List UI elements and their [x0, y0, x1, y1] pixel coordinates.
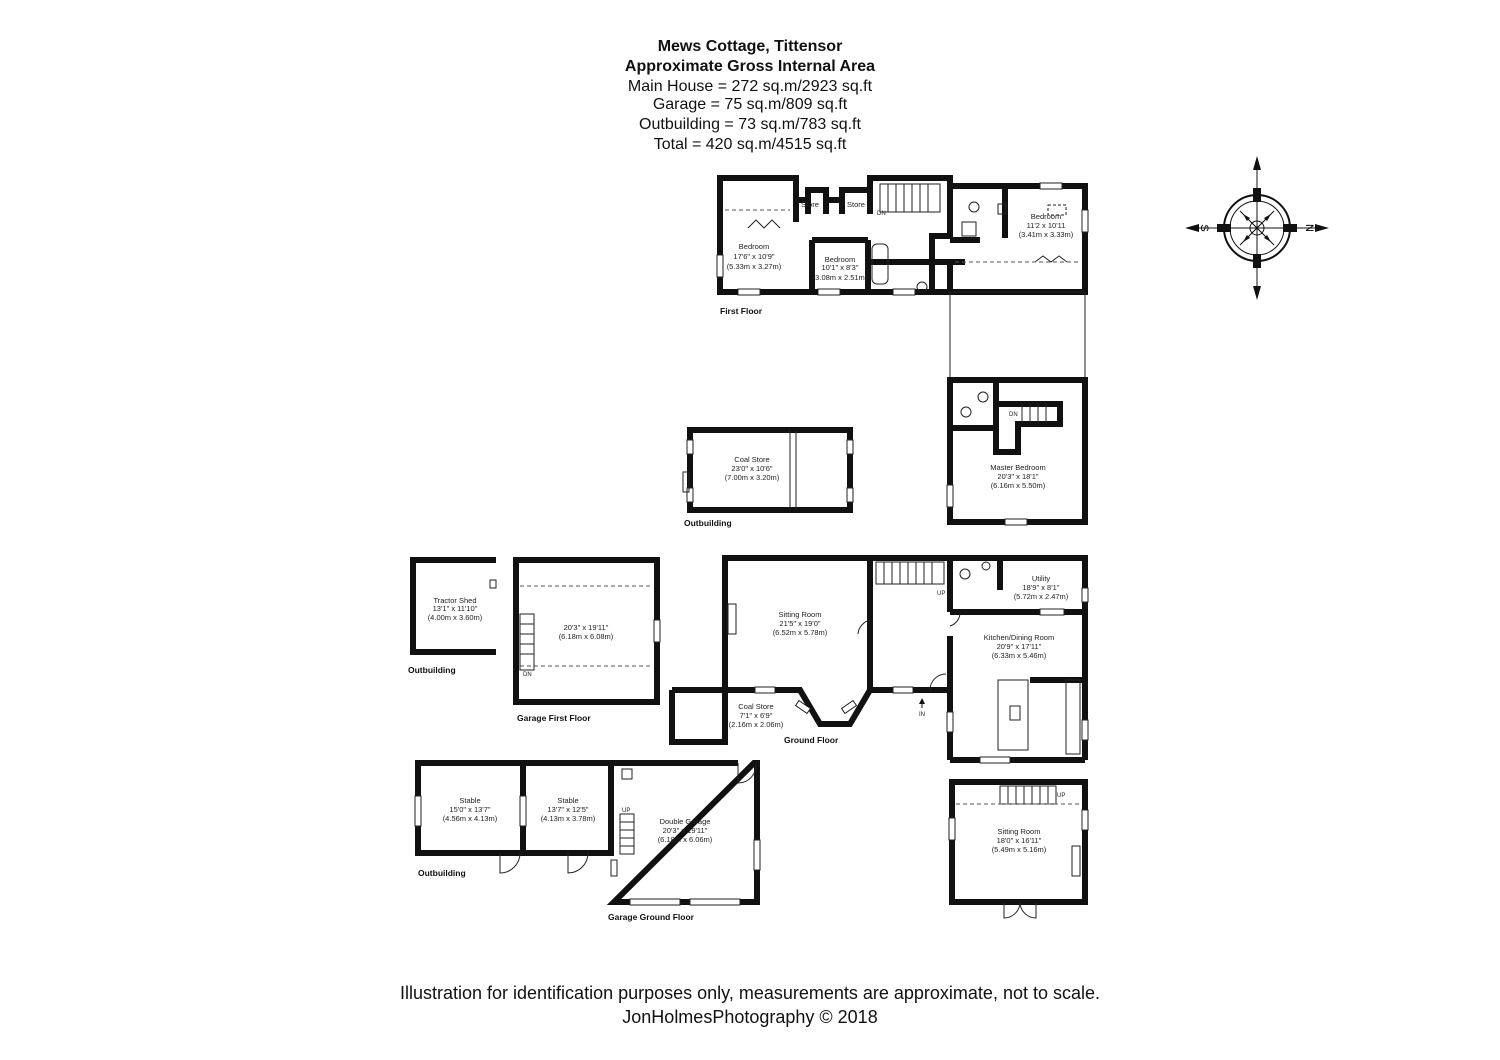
- compass-rose-icon: [1185, 156, 1329, 300]
- stable-1-metric: (4.56m x 4.13m): [443, 814, 498, 823]
- kitchen-imperial: 20'9" x 17'11": [997, 642, 1042, 651]
- sitting-room-1-name: Sitting Room: [779, 610, 822, 619]
- stable-2-name: Stable: [557, 796, 578, 805]
- first-floor-plan: [716, 175, 1089, 296]
- coal-store-gf-name: Coal Store: [738, 702, 773, 711]
- compass-north-label: N: [1303, 224, 1315, 232]
- coal-store-gf-imperial: 7'1" x 6'9": [740, 711, 773, 720]
- master-bedroom-plan: [946, 377, 1088, 526]
- ff-bedroom-3-name: Bedroom: [1031, 212, 1061, 221]
- utility-name: Utility: [1032, 574, 1051, 583]
- tractor-shed-name: Tractor Shed: [433, 596, 476, 605]
- photo-credit: JonHolmesPhotography © 2018: [622, 1007, 878, 1027]
- coal-store-gf-metric: (2.16m x 2.06m): [729, 720, 784, 729]
- garage-ff-dn-marker: DN: [523, 672, 532, 678]
- ff-bedroom-2-name: Bedroom: [825, 255, 855, 264]
- utility-imperial: 18'9" x 8'1": [1023, 583, 1060, 592]
- double-garage-imperial: 20'3" x 19'11": [663, 826, 708, 835]
- sitting-room-1-imperial: 21'5" x 19'0": [779, 619, 820, 628]
- store-2-label: Store: [847, 200, 865, 209]
- garage-first-floor-plan: [513, 557, 661, 705]
- stable-2-metric: (4.13m x 3.78m): [541, 814, 596, 823]
- coal-store-outbuilding-name: Coal Store: [734, 455, 769, 464]
- store-1-label: Store: [801, 200, 819, 209]
- stable-2-imperial: 13'7" x 12'5": [547, 805, 588, 814]
- ff-bedroom-1-imperial: 17'6" x 10'9": [733, 252, 774, 261]
- ground-floor-plan: [669, 555, 1089, 764]
- garage-first-floor-imperial: 20'3" x 19'11": [564, 623, 609, 632]
- stable-1-name: Stable: [459, 796, 480, 805]
- stables-outbuilding-label: Outbuilding: [418, 868, 466, 878]
- gf-up-marker: UP: [937, 591, 945, 597]
- sitting-room-1-metric: (6.52m x 5.78m): [773, 628, 828, 637]
- sitting-room-2-metric: (5.49m x 5.16m): [992, 845, 1047, 854]
- garage-first-floor-metric: (6.18m x 6.08m): [559, 632, 614, 641]
- ff-bedroom-2-metric: (3.08m x 2.51m): [813, 273, 868, 282]
- ground-floor-label: Ground Floor: [784, 735, 839, 745]
- double-garage-name: Double Garage: [660, 817, 711, 826]
- area-total: Total = 420 sq.m/4515 sq.ft: [653, 136, 847, 153]
- master-bedroom-metric: (6.16m x 5.50m): [991, 481, 1046, 490]
- garage-up-marker: UP: [622, 808, 630, 814]
- kitchen-metric: (6.33m x 5.46m): [992, 651, 1047, 660]
- stables-plan: [414, 760, 614, 874]
- coal-store-outbuilding-metric: (7.00m x 3.20m): [725, 473, 780, 482]
- compass-south-label: S: [1198, 224, 1210, 231]
- plan-title: Mews Cottage, Tittensor: [657, 38, 843, 55]
- coal-store-outbuilding-plan: [682, 427, 854, 513]
- ff-bedroom-1-name: Bedroom: [739, 242, 769, 251]
- entrance-in-marker: IN: [919, 712, 925, 718]
- master-bedroom-imperial: 20'3" x 18'1": [997, 472, 1038, 481]
- plan-subtitle: Approximate Gross Internal Area: [624, 58, 876, 75]
- first-floor-label: First Floor: [720, 306, 763, 316]
- tractor-outbuilding-label: Outbuilding: [408, 665, 456, 675]
- tractor-shed-imperial: 13'1" x 11'10": [433, 604, 478, 613]
- coal-outbuilding-label: Outbuilding: [684, 518, 732, 528]
- ff-bedroom-2-imperial: 10'1" x 8'3": [822, 263, 859, 272]
- utility-metric: (5.72m x 2.47m): [1014, 592, 1069, 601]
- area-garage: Garage = 75 sq.m/809 sq.ft: [652, 96, 848, 113]
- stable-1-imperial: 15'0" x 13'7": [449, 805, 490, 814]
- garage-ground-floor-label: Garage Ground Floor: [608, 912, 695, 922]
- master-dn-marker: DN: [1009, 412, 1018, 418]
- disclaimer-text: Illustration for identification purposes…: [399, 983, 1101, 1003]
- area-outbuilding: Outbuilding = 73 sq.m/783 sq.ft: [639, 116, 861, 133]
- first-floor-void: [949, 291, 1086, 381]
- ff-bedroom-3-imperial: 11'2 x 10'11: [1027, 221, 1066, 230]
- double-garage-plan: [606, 760, 761, 906]
- sitting-room-2-plan: [948, 779, 1089, 919]
- area-main-house: Main House = 272 sq.m/2923 sq.ft: [627, 78, 873, 95]
- kitchen-name: Kitchen/Dining Room: [984, 633, 1054, 642]
- sitting-2-up-marker: UP: [1057, 793, 1065, 799]
- tractor-shed-walls: [410, 557, 496, 655]
- double-garage-metric: (6.18m x 6.06m): [658, 835, 713, 844]
- ff-dn-marker: DN: [877, 211, 886, 217]
- ff-bedroom-1-metric: (5.33m x 3.27m): [727, 262, 782, 271]
- tractor-shed-metric: (4.00m x 3.60m): [428, 613, 483, 622]
- sitting-room-2-imperial: 18'0" x 16'11": [997, 836, 1042, 845]
- coal-store-outbuilding-imperial: 23'0" x 10'6": [731, 464, 772, 473]
- garage-first-floor-label: Garage First Floor: [517, 713, 591, 723]
- ff-bedroom-3-metric: (3.41m x 3.33m): [1019, 230, 1074, 239]
- master-bedroom-name: Master Bedroom: [990, 463, 1045, 472]
- sitting-room-2-name: Sitting Room: [998, 827, 1041, 836]
